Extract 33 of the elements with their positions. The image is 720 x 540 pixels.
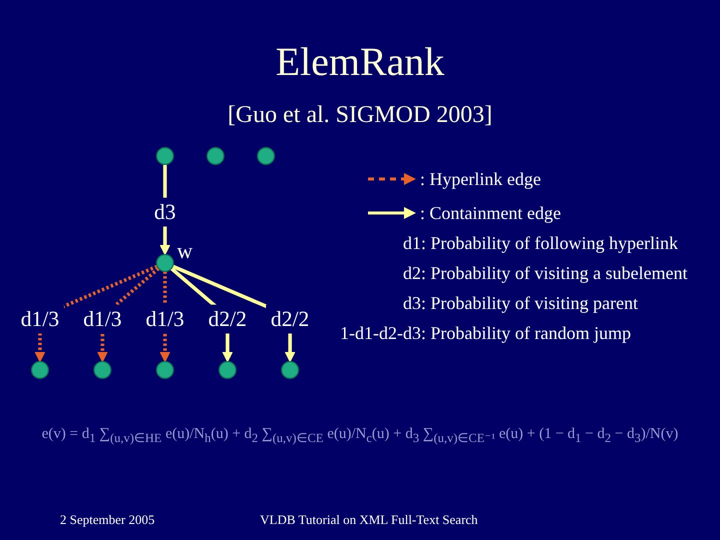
node-circle [206, 147, 224, 166]
definition-text: 1-d1-d2-d3: Probability of random jump [340, 322, 631, 345]
arrow [170, 267, 233, 362]
definition-text: d1: Probability of following hyperlink [403, 232, 678, 255]
node-circle [156, 360, 174, 379]
definition-text: d3: Probability of visiting parent [403, 292, 638, 315]
formula: e(v) = d$_{1}$ ∑$_{(u,v)∈HE}$ e(u)/N$_{h}$(u) + d$_{2}$ ∑$_{(u,v)∈CE}$ e(u)/N$_{c}$(u) + d$_{3}$ ∑$_{(u,v)∈CE⁻¹}$ e(u) + (1 − d$_{1}$ − d$_{2}$ − d$_{3}$)/N(v) [42, 425, 678, 447]
legend-label: : Containment edge [420, 202, 561, 224]
definition-text: d2: Probability of visiting a subelement [403, 262, 688, 285]
node-circle [281, 360, 300, 379]
edge-label: d1/3 [20, 307, 60, 332]
arrow [97, 267, 160, 362]
slide-title: ElemRank [276, 38, 444, 86]
node-circle [256, 147, 275, 166]
arrow [160, 271, 170, 362]
arrow [34, 264, 158, 362]
legend-label: : Hyperlink edge [420, 168, 541, 190]
node-circle [30, 360, 49, 379]
edge-label: d2/2 [208, 307, 247, 332]
node-circle [93, 360, 112, 379]
node-label: w [177, 239, 193, 264]
footer-date: 2 September 2005 [60, 512, 155, 528]
edge-label: d1/3 [83, 307, 122, 332]
node-circle [156, 147, 174, 166]
arrow [172, 264, 296, 362]
node-circle [156, 254, 174, 272]
edge-label: d1/3 [146, 307, 184, 332]
edge-label: d3 [154, 200, 176, 224]
subtitle: [Guo et al. SIGMOD 2003] [228, 101, 492, 130]
arrow [160, 164, 170, 256]
edge-label: d2/2 [270, 307, 310, 332]
footer-text: VLDB Tutorial on XML Full-Text Search [260, 512, 478, 528]
node-circle [218, 360, 237, 379]
